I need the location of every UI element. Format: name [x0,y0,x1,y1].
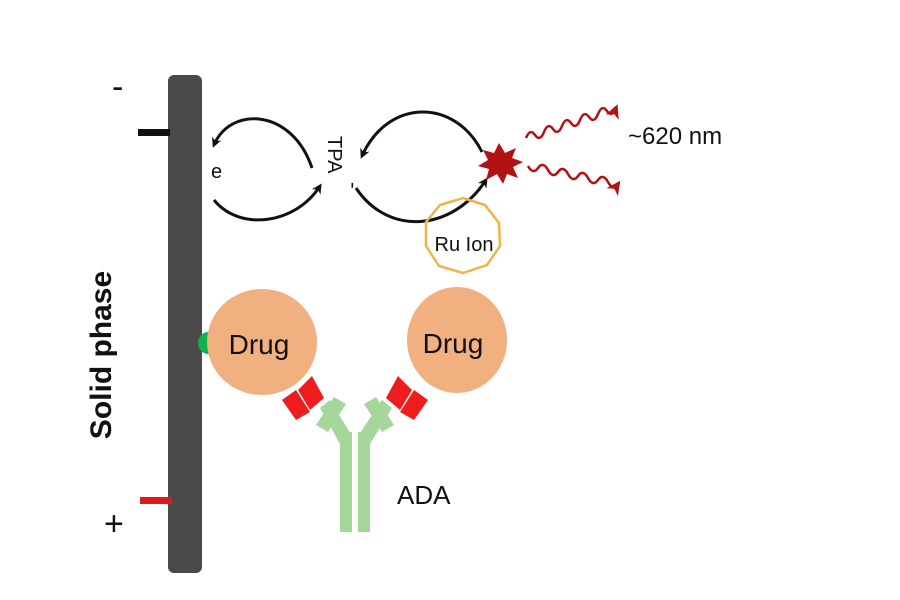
tpa-arrow-top [360,110,484,159]
electron-label: e [211,161,222,183]
negative-terminal [138,129,170,136]
starburst-icon [478,143,523,184]
wavelength-label: ~620 nm [628,123,722,150]
ru-ion-label: Ru Ion [435,234,494,256]
drug-left-label: Drug [229,329,290,360]
solid-phase-label: Solid phase [85,271,118,439]
wavy-arrow-icon [526,163,621,197]
electron-arrow-top [212,117,314,169]
tpa-charge: - [342,182,364,189]
electron-arrow-bottom [212,183,322,222]
ada-label: ADA [397,480,451,510]
wavy-arrow-icon [524,104,619,140]
drug-right-label: Drug [423,328,484,359]
minus-sign: - [112,68,123,106]
antibody-ada [282,376,428,532]
tpa-label: TPA [323,136,345,174]
ru-ion-ring [424,196,502,275]
tpa-arrow-bottom [354,177,488,223]
electrode-bar [168,75,202,573]
plus-sign: + [104,505,124,543]
drug-left [207,289,317,395]
drug-right [407,287,507,393]
positive-terminal [140,497,172,504]
